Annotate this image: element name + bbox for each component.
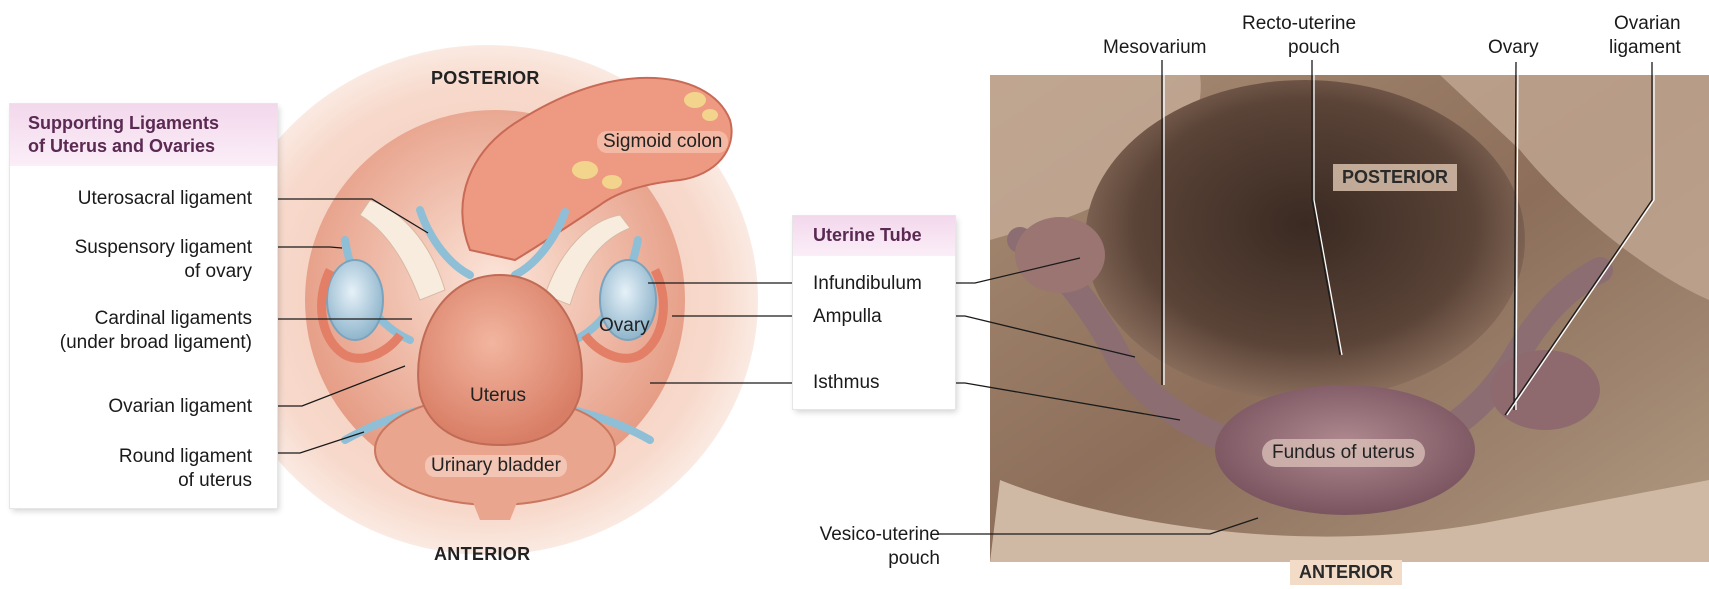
sigmoid-colon-label: Sigmoid colon <box>597 131 728 153</box>
isthmus-label: Isthmus <box>813 371 880 395</box>
ovarian-ligament-photo-label: Ovarian <box>1614 12 1681 36</box>
recto-uterine-label: Recto-uterine <box>1242 12 1356 36</box>
vesico-uterine-label: Vesico-uterine <box>820 523 940 547</box>
vesico-uterine-label-2: pouch <box>888 547 940 571</box>
cardinal-ligaments-label-2: (under broad ligament) <box>60 331 252 355</box>
photo-posterior-tag: POSTERIOR <box>1333 164 1457 191</box>
mesovarium-label: Mesovarium <box>1103 36 1206 60</box>
photo-anterior-tag: ANTERIOR <box>1290 560 1402 585</box>
infundibulum-label: Infundibulum <box>813 272 922 296</box>
uterine-tube-title: Uterine Tube <box>813 225 922 246</box>
illustration-anterior-label: ANTERIOR <box>434 544 530 565</box>
round-ligament-label-2: of uterus <box>178 469 252 493</box>
round-ligament-label: Round ligament <box>119 445 252 469</box>
urinary-bladder-label: Urinary bladder <box>425 455 567 477</box>
illustration-posterior-label: POSTERIOR <box>431 68 540 89</box>
legend-title: Supporting Ligaments of Uterus and Ovari… <box>28 112 219 158</box>
ovarian-ligament-photo-label-2: ligament <box>1609 36 1681 60</box>
ovary-label: Ovary <box>599 315 650 337</box>
ovarian-ligament-label: Ovarian ligament <box>108 395 252 419</box>
ovary-photo-label: Ovary <box>1488 36 1539 60</box>
cardinal-ligaments-label: Cardinal ligaments <box>95 307 252 331</box>
dissection-photo <box>990 75 1709 562</box>
uterosacral-ligament-label: Uterosacral ligament <box>78 187 252 211</box>
uterus-shape <box>418 275 582 445</box>
suspensory-ligament-label-2: of ovary <box>184 260 252 284</box>
ampulla-label: Ampulla <box>813 305 882 329</box>
suspensory-ligament-label: Suspensory ligament <box>75 236 252 260</box>
uterus-label: Uterus <box>470 385 526 407</box>
left-ovary-shape <box>327 260 383 340</box>
recto-uterine-label-2: pouch <box>1288 36 1340 60</box>
fundus-label: Fundus of uterus <box>1262 439 1425 467</box>
